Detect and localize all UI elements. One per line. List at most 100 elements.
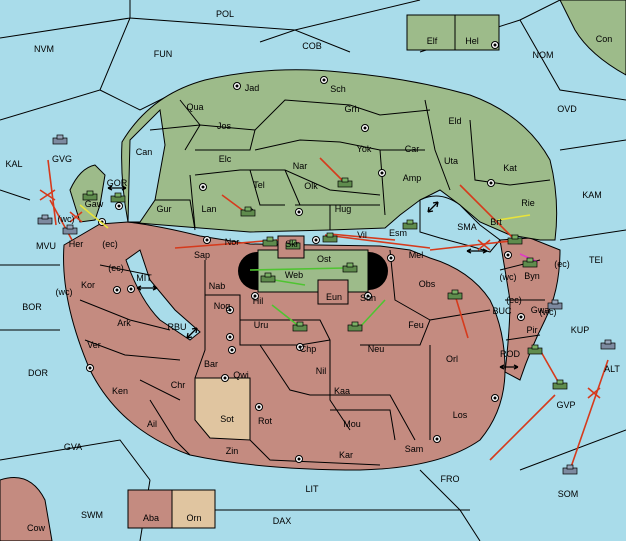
province-label-ail: Ail [147, 419, 157, 429]
province-borders [79, 99, 551, 466]
province-label-hil: Hil [253, 296, 264, 306]
supply-center-dot-core [519, 315, 523, 319]
province-label-orn: Orn [186, 513, 201, 523]
supply-center-dot-core [228, 335, 232, 339]
province-label-ver: Ver [87, 340, 101, 350]
unit-fleet[interactable] [262, 236, 278, 247]
sea-label-dax: DAX [273, 516, 292, 526]
sea-label-rbu: RBU [167, 322, 186, 332]
province-label-nab: Nab [209, 281, 226, 291]
sea-label-dor: DOR [28, 368, 49, 378]
unit-fleet[interactable] [82, 190, 98, 201]
coast-tag: (wc) [540, 307, 557, 317]
province-label-gaw: Gaw [85, 199, 104, 209]
coast-tag: (wc) [56, 287, 73, 297]
unit-fleet[interactable] [342, 262, 358, 273]
province-label-tel: Tel [253, 180, 265, 190]
supply-center-dot-core [380, 171, 384, 175]
sea-label-buc: BUC [492, 306, 512, 316]
unit-fleet[interactable] [337, 177, 353, 188]
sea-label-lit: LIT [305, 484, 319, 494]
sea-label-gva: GVA [64, 442, 82, 452]
unit-fleet[interactable] [52, 134, 68, 145]
sea-label-fro: FRO [441, 474, 460, 484]
unit-fleet[interactable] [292, 321, 308, 332]
unit-fleet[interactable] [447, 289, 463, 300]
province-label-jos: Jos [217, 121, 232, 131]
supply-center-dot-core [493, 43, 497, 47]
sea-label-cob: COB [302, 41, 322, 51]
supply-center-dot-core [389, 256, 393, 260]
province-label-orl: Orl [446, 354, 458, 364]
unit-fleet[interactable] [37, 214, 53, 225]
unit-fleet[interactable] [527, 344, 543, 355]
sea-label-bor: BOR [22, 302, 42, 312]
unit-fleet[interactable] [347, 321, 363, 332]
sea-label-som: SOM [558, 489, 579, 499]
province-label-kat: Kat [503, 163, 517, 173]
province-label-los: Los [453, 410, 468, 420]
supply-center-dot-core [228, 308, 232, 312]
province-label-elf: Elf [427, 36, 438, 46]
unit-fleet[interactable] [285, 239, 301, 250]
unit-fleet[interactable] [522, 257, 538, 268]
province-label-jad: Jad [245, 83, 260, 93]
province-label-nog: Nog [214, 301, 231, 311]
supply-center-dot-core [257, 405, 261, 409]
sea-label-sma: SMA [457, 222, 477, 232]
unit-fleet[interactable] [547, 299, 563, 310]
province-label-pir: Pir [527, 325, 538, 335]
unit-fleet[interactable] [260, 272, 276, 283]
supply-center-dot-core [297, 210, 301, 214]
province-label-esm: Esm [389, 228, 407, 238]
province-label-elc: Elc [219, 154, 232, 164]
coast-tag: (ec) [108, 263, 124, 273]
province-label-nor: Nor [225, 237, 240, 247]
province-label-hug: Hug [335, 204, 352, 214]
unit-fleet[interactable] [322, 232, 338, 243]
province-label-gur: Gur [156, 204, 171, 214]
province-label-car: Car [405, 144, 420, 154]
units [37, 134, 616, 475]
supply-center-dot-core [435, 437, 439, 441]
orders [39, 157, 609, 471]
sea-label-gor: GOR [107, 178, 128, 188]
province-label-neu: Neu [368, 344, 385, 354]
province-label-yok: Yok [357, 144, 372, 154]
province-label-sot: Sot [220, 414, 234, 424]
supply-center-dot-core [115, 288, 119, 292]
unit-fleet[interactable] [110, 192, 126, 203]
province-label-sam: Sam [405, 444, 424, 454]
unit-fleet[interactable] [240, 206, 256, 217]
unit-fleet[interactable] [562, 464, 578, 475]
province-label-obs: Obs [419, 279, 436, 289]
province-label-ark: Ark [117, 318, 131, 328]
province-label-lan: Lan [201, 204, 216, 214]
coast-tag: (wc) [58, 214, 75, 224]
coast-tag: (ec) [554, 259, 570, 269]
supply-center-dot-core [253, 294, 257, 298]
province-label-olk: Olk [304, 181, 318, 191]
supply-center-dot-core [129, 287, 133, 291]
unit-fleet[interactable] [507, 234, 523, 245]
province-label-can: Can [136, 147, 153, 157]
supply-center-dot-core [489, 181, 493, 185]
province-label-sch: Sch [330, 84, 346, 94]
province-label-web: Web [285, 270, 303, 280]
coast-tag: (wc) [500, 272, 517, 282]
unit-fleet[interactable] [62, 224, 78, 235]
province-label-qua: Qua [186, 102, 203, 112]
unit-fleet[interactable] [552, 379, 568, 390]
province-label-chr: Chr [171, 380, 186, 390]
supply-center-dot-core [297, 457, 301, 461]
unit-fleet[interactable] [600, 339, 616, 350]
sea-label-swm: SWM [81, 510, 103, 520]
province-label-byn: Byn [524, 271, 540, 281]
province-label-kar: Kar [339, 450, 353, 460]
sea-label-fun: FUN [154, 49, 173, 59]
unit-fleet[interactable] [402, 219, 418, 230]
supply-center-dot-core [117, 204, 121, 208]
province-label-con: Con [596, 34, 613, 44]
supply-center-dot-core [230, 348, 234, 352]
